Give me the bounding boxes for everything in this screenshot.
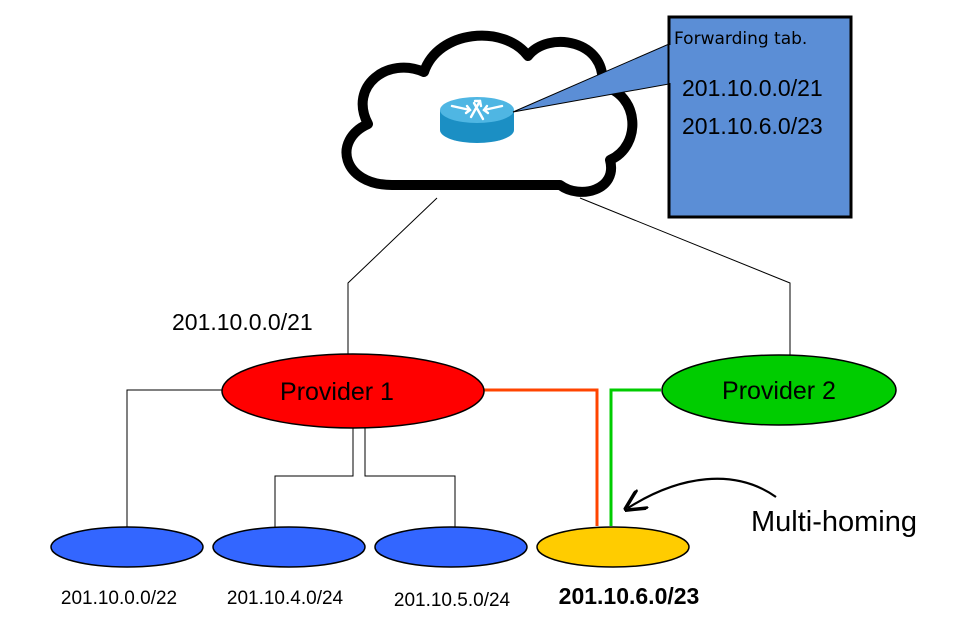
subnet-nodes [50, 526, 690, 568]
link-provider1-subnet3 [364, 428, 456, 527]
subnet-ellipse [212, 526, 366, 568]
multihomed-subnet-ellipse [536, 526, 690, 568]
multi-homing-label: Multi-homing [751, 506, 917, 538]
subnet-prefix: 201.10.5.0/24 [394, 590, 511, 611]
link-cloud-provider2 [579, 197, 791, 356]
forwarding-table-box [667, 15, 853, 219]
provider1-prefix: 201.10.0.0/21 [172, 309, 313, 335]
subnet-ellipse [374, 526, 528, 568]
provider1-ellipse [221, 353, 485, 429]
forwarding-table-entry: 201.10.6.0/23 [682, 113, 823, 139]
multi-homing-annotation: Multi-homing [628, 477, 917, 538]
subnet-prefix: 201.10.4.0/24 [227, 588, 344, 609]
link-provider1-subnet1 [126, 389, 222, 527]
provider2-label: Provider 2 [722, 377, 836, 405]
link-provider1-multihomed [484, 388, 599, 526]
provider2-ellipse [661, 354, 897, 426]
provider2-node: Provider 2 [661, 354, 897, 426]
annotation-arrow [628, 477, 777, 508]
forwarding-table-title: Forwarding tab. [674, 29, 807, 49]
link-provider1-subnet2 [274, 428, 354, 527]
subnet-ellipse [50, 526, 204, 568]
forwarding-table-entry: 201.10.0.0/21 [682, 75, 823, 101]
link-cloud-provider1 [347, 197, 438, 356]
router-icon [440, 97, 514, 143]
forwarding-table-callout: Forwarding tab. 201.10.0.0/21 201.10.6.0… [512, 15, 853, 219]
provider1-node: Provider 1 [221, 353, 485, 429]
multihomed-subnet-prefix: 201.10.6.0/23 [559, 583, 700, 609]
subnet-labels: 201.10.0.0/22 201.10.4.0/24 201.10.5.0/2… [61, 583, 699, 611]
link-provider2-multihomed [609, 388, 661, 526]
subnet-prefix: 201.10.0.0/22 [61, 588, 177, 609]
provider1-label: Provider 1 [280, 378, 394, 406]
connection-lines [126, 197, 791, 527]
